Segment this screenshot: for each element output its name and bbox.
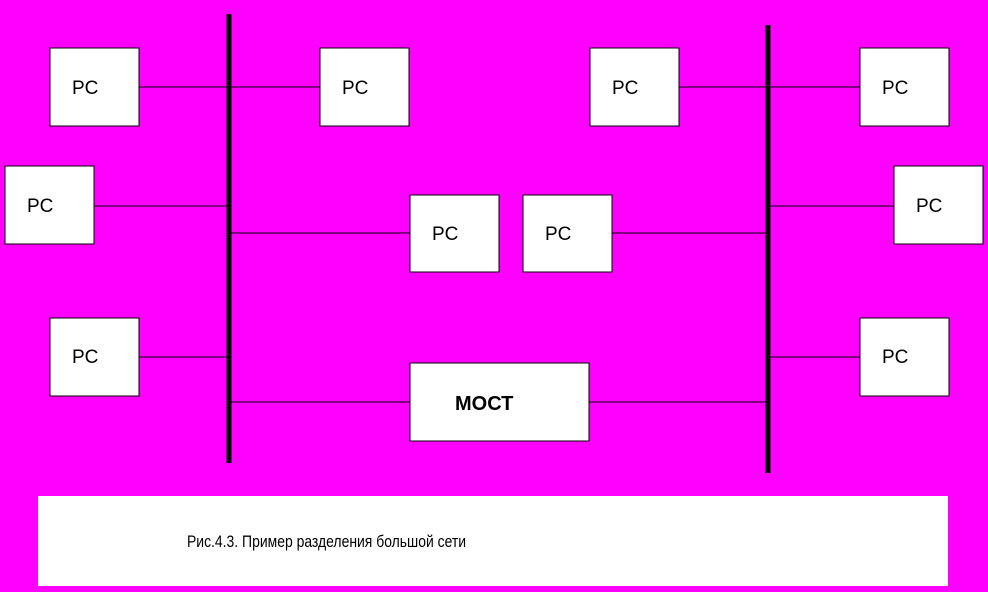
pc-label: PC: [342, 78, 368, 99]
left-segment-links: [94, 86, 410, 403]
pc-box: [4, 165, 95, 245]
pc-box: [522, 194, 613, 273]
pc-node: PC: [859, 317, 950, 397]
pc-box: [409, 194, 500, 273]
pc-node: PC: [859, 47, 950, 127]
pc-node: PC: [49, 317, 140, 397]
right-segment-links: [589, 86, 894, 403]
pc-label: PC: [545, 224, 571, 245]
pc-box: [49, 47, 140, 127]
bridge-box: [409, 362, 590, 442]
caption-box: Рис.4.3. Пример разделения большой сети: [38, 496, 948, 586]
pc-label: PC: [432, 224, 458, 245]
pc-label: PC: [72, 347, 98, 368]
pc-box: [589, 47, 680, 127]
pc-box: [319, 47, 410, 127]
pc-node: PC: [49, 47, 140, 127]
pc-node: PC: [319, 47, 410, 127]
pc-box: [859, 47, 950, 127]
pc-node: PC: [409, 194, 500, 273]
pc-box: [49, 317, 140, 397]
pc-box: [859, 317, 950, 397]
bridge-node: МОСТ: [409, 362, 590, 442]
pc-node: PC: [4, 165, 95, 245]
pc-label: PC: [27, 196, 53, 217]
pc-label: PC: [72, 78, 98, 99]
figure-caption: Рис.4.3. Пример разделения большой сети: [187, 532, 467, 551]
pc-label: PC: [882, 78, 908, 99]
pc-label: PC: [612, 78, 638, 99]
pc-node: PC: [893, 165, 984, 245]
pc-box: [893, 165, 984, 245]
pc-node: PC: [589, 47, 680, 127]
bridge-label: МОСТ: [455, 393, 513, 415]
pc-label: PC: [882, 347, 908, 368]
pc-node: PC: [522, 194, 613, 273]
pc-label: PC: [916, 196, 942, 217]
